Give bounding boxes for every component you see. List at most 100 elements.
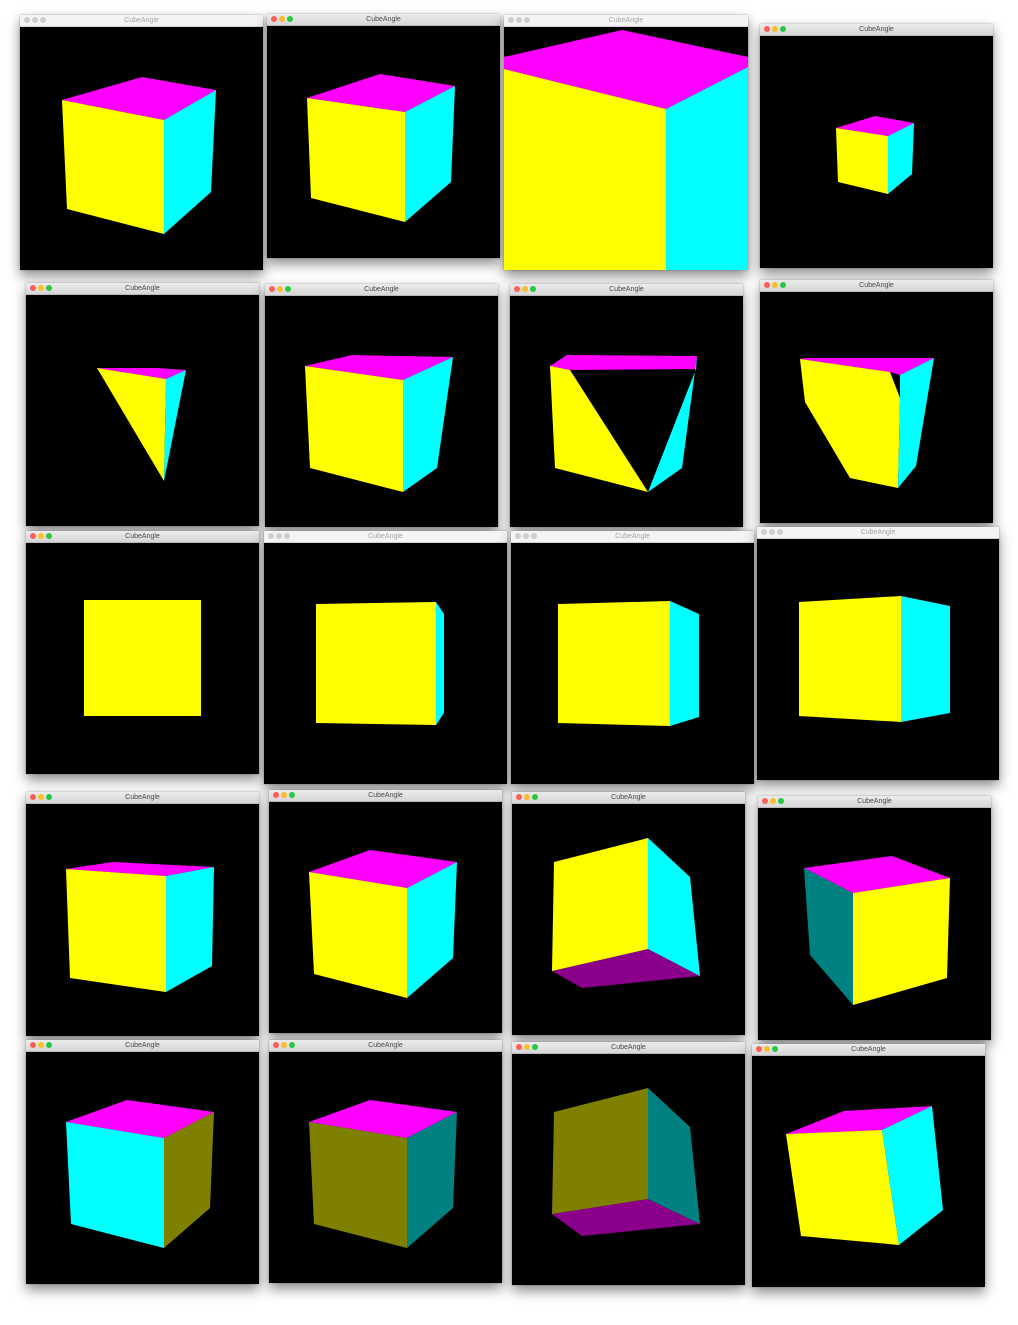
title-bar[interactable]: CubeAngle	[264, 531, 507, 543]
cube-viewport[interactable]	[267, 26, 500, 258]
cube-viewport[interactable]	[26, 543, 259, 774]
minimize-button[interactable]	[281, 1042, 287, 1048]
minimize-button[interactable]	[277, 286, 283, 292]
title-bar[interactable]: CubeAngle	[758, 796, 991, 808]
minimize-button[interactable]	[38, 285, 44, 291]
cube-viewport[interactable]	[511, 543, 754, 784]
title-bar[interactable]: CubeAngle	[267, 14, 500, 26]
title-bar[interactable]: CubeAngle	[26, 283, 259, 295]
zoom-button[interactable]	[532, 794, 538, 800]
minimize-button[interactable]	[522, 286, 528, 292]
zoom-button[interactable]	[285, 286, 291, 292]
minimize-button[interactable]	[32, 17, 38, 23]
zoom-button[interactable]	[46, 285, 52, 291]
minimize-button[interactable]	[523, 533, 529, 539]
close-button[interactable]	[761, 529, 767, 535]
minimize-button[interactable]	[769, 529, 775, 535]
zoom-button[interactable]	[40, 17, 46, 23]
close-button[interactable]	[756, 1046, 762, 1052]
cube-viewport[interactable]	[757, 539, 999, 780]
zoom-button[interactable]	[777, 529, 783, 535]
cube-viewport[interactable]	[760, 292, 993, 523]
cube-viewport[interactable]	[26, 295, 259, 526]
cube-viewport[interactable]	[265, 296, 498, 527]
close-button[interactable]	[515, 533, 521, 539]
close-button[interactable]	[30, 533, 36, 539]
close-button[interactable]	[273, 1042, 279, 1048]
zoom-button[interactable]	[531, 533, 537, 539]
title-bar[interactable]: CubeAngle	[26, 792, 259, 804]
close-button[interactable]	[30, 1042, 36, 1048]
title-bar[interactable]: CubeAngle	[504, 15, 748, 27]
title-bar[interactable]: CubeAngle	[512, 1042, 745, 1054]
title-bar[interactable]: CubeAngle	[757, 527, 999, 539]
minimize-button[interactable]	[770, 798, 776, 804]
title-bar[interactable]: CubeAngle	[26, 531, 259, 543]
title-bar[interactable]: CubeAngle	[269, 1040, 502, 1052]
cube-viewport[interactable]	[26, 804, 259, 1036]
zoom-button[interactable]	[287, 16, 293, 22]
close-button[interactable]	[271, 16, 277, 22]
title-bar[interactable]: CubeAngle	[265, 284, 498, 296]
zoom-button[interactable]	[289, 1042, 295, 1048]
zoom-button[interactable]	[46, 533, 52, 539]
title-bar[interactable]: CubeAngle	[20, 15, 263, 27]
title-bar[interactable]: CubeAngle	[760, 280, 993, 292]
cube-viewport[interactable]	[752, 1056, 985, 1287]
cube-viewport[interactable]	[269, 1052, 502, 1283]
close-button[interactable]	[762, 798, 768, 804]
close-button[interactable]	[514, 286, 520, 292]
minimize-button[interactable]	[772, 26, 778, 32]
minimize-button[interactable]	[276, 533, 282, 539]
zoom-button[interactable]	[780, 282, 786, 288]
minimize-button[interactable]	[38, 533, 44, 539]
title-bar[interactable]: CubeAngle	[760, 24, 993, 36]
title-bar[interactable]: CubeAngle	[512, 792, 745, 804]
close-button[interactable]	[764, 26, 770, 32]
cube-viewport[interactable]	[504, 27, 748, 270]
cube-viewport[interactable]	[26, 1052, 259, 1284]
title-bar[interactable]: CubeAngle	[752, 1044, 985, 1056]
minimize-button[interactable]	[524, 794, 530, 800]
minimize-button[interactable]	[281, 792, 287, 798]
zoom-button[interactable]	[289, 792, 295, 798]
zoom-button[interactable]	[46, 1042, 52, 1048]
close-button[interactable]	[24, 17, 30, 23]
cube-viewport[interactable]	[758, 808, 991, 1040]
zoom-button[interactable]	[524, 17, 530, 23]
zoom-button[interactable]	[284, 533, 290, 539]
cube-viewport[interactable]	[512, 1054, 745, 1285]
zoom-button[interactable]	[772, 1046, 778, 1052]
cube-viewport[interactable]	[510, 296, 743, 527]
close-button[interactable]	[269, 286, 275, 292]
zoom-button[interactable]	[530, 286, 536, 292]
zoom-button[interactable]	[532, 1044, 538, 1050]
cube-viewport[interactable]	[269, 802, 502, 1033]
close-button[interactable]	[30, 794, 36, 800]
close-button[interactable]	[273, 792, 279, 798]
cube-viewport[interactable]	[512, 804, 745, 1035]
close-button[interactable]	[516, 794, 522, 800]
minimize-button[interactable]	[38, 794, 44, 800]
cube-viewport[interactable]	[760, 36, 993, 268]
close-button[interactable]	[764, 282, 770, 288]
zoom-button[interactable]	[46, 794, 52, 800]
minimize-button[interactable]	[279, 16, 285, 22]
title-bar[interactable]: CubeAngle	[510, 284, 743, 296]
close-button[interactable]	[30, 285, 36, 291]
cube-viewport[interactable]	[264, 543, 507, 784]
title-bar[interactable]: CubeAngle	[511, 531, 754, 543]
zoom-button[interactable]	[778, 798, 784, 804]
title-bar[interactable]: CubeAngle	[26, 1040, 259, 1052]
cube-viewport[interactable]	[20, 27, 263, 270]
zoom-button[interactable]	[780, 26, 786, 32]
minimize-button[interactable]	[38, 1042, 44, 1048]
minimize-button[interactable]	[772, 282, 778, 288]
minimize-button[interactable]	[516, 17, 522, 23]
minimize-button[interactable]	[764, 1046, 770, 1052]
close-button[interactable]	[516, 1044, 522, 1050]
minimize-button[interactable]	[524, 1044, 530, 1050]
title-bar[interactable]: CubeAngle	[269, 790, 502, 802]
close-button[interactable]	[508, 17, 514, 23]
close-button[interactable]	[268, 533, 274, 539]
